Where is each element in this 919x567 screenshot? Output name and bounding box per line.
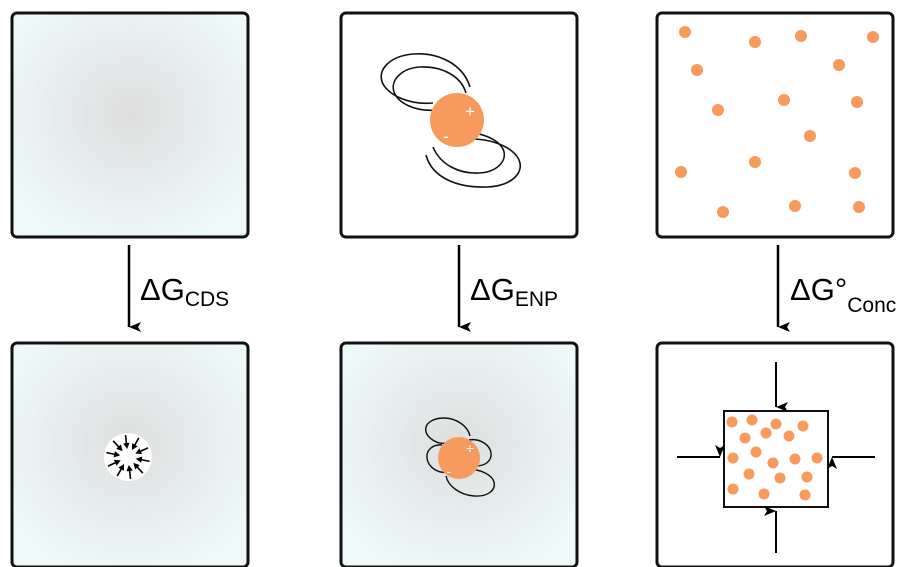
arrow-head (123, 442, 130, 450)
panel-cavity-formation (10, 341, 250, 567)
solute-sphere (438, 437, 480, 479)
field-lines-compressed (425, 417, 495, 497)
label-dg-cds: ΔGCDS (140, 272, 229, 311)
arrow-head (131, 443, 138, 451)
panel-dilute-solute (655, 11, 895, 239)
arrow-head (126, 464, 133, 472)
cavity (104, 433, 152, 481)
arrow-head (135, 448, 143, 455)
arrow-head (113, 451, 121, 458)
arrow-head (118, 463, 125, 471)
plus-charge-icon: + (466, 440, 474, 456)
solute-sphere (430, 93, 484, 147)
minus-charge-icon: - (447, 463, 452, 479)
arrow-head (113, 459, 121, 466)
field-lines (380, 53, 521, 188)
panel-solvent-before (10, 11, 250, 239)
minus-charge-icon: - (443, 127, 449, 146)
dispersed-particles (675, 26, 879, 218)
arrow-head (133, 462, 140, 470)
panel-concentrated-solute (655, 341, 895, 567)
panel-solute-vacuum: + - (339, 11, 579, 239)
arrow-head (116, 444, 123, 452)
arrow-head (135, 456, 143, 463)
concentrated-particles (726, 414, 823, 501)
panel-solute-solvated: + - (339, 341, 579, 567)
plus-charge-icon: + (465, 102, 475, 121)
cavity-inward-arrows (106, 435, 150, 479)
label-dg-conc: ΔG°Conc (790, 272, 896, 317)
label-dg-enp: ΔGENP (470, 272, 558, 311)
